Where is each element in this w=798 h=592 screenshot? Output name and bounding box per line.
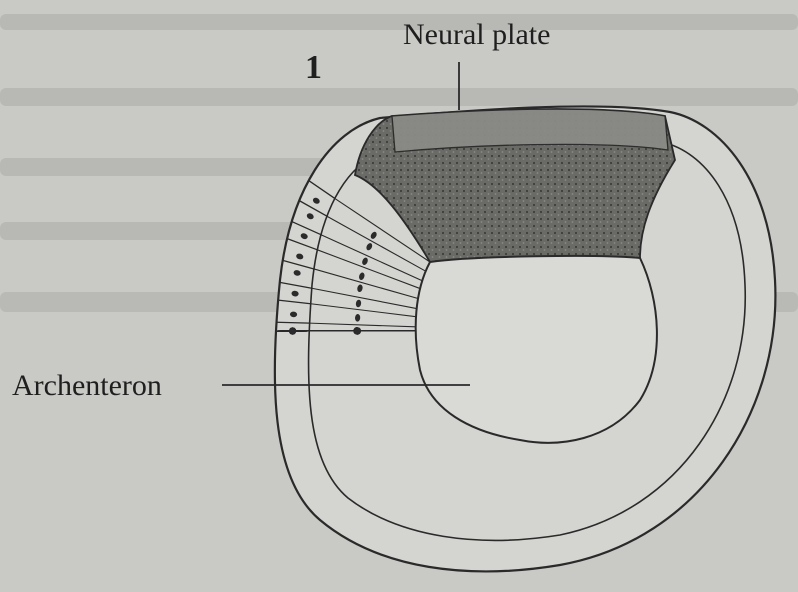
figure-number: 1 xyxy=(305,49,322,86)
archenteron-label: Archenteron xyxy=(12,369,162,402)
embryo-cross-section xyxy=(275,106,776,571)
archenteron-cavity xyxy=(416,256,657,443)
neural-plate-label: Neural plate xyxy=(403,18,550,51)
cell-wall xyxy=(276,322,309,323)
